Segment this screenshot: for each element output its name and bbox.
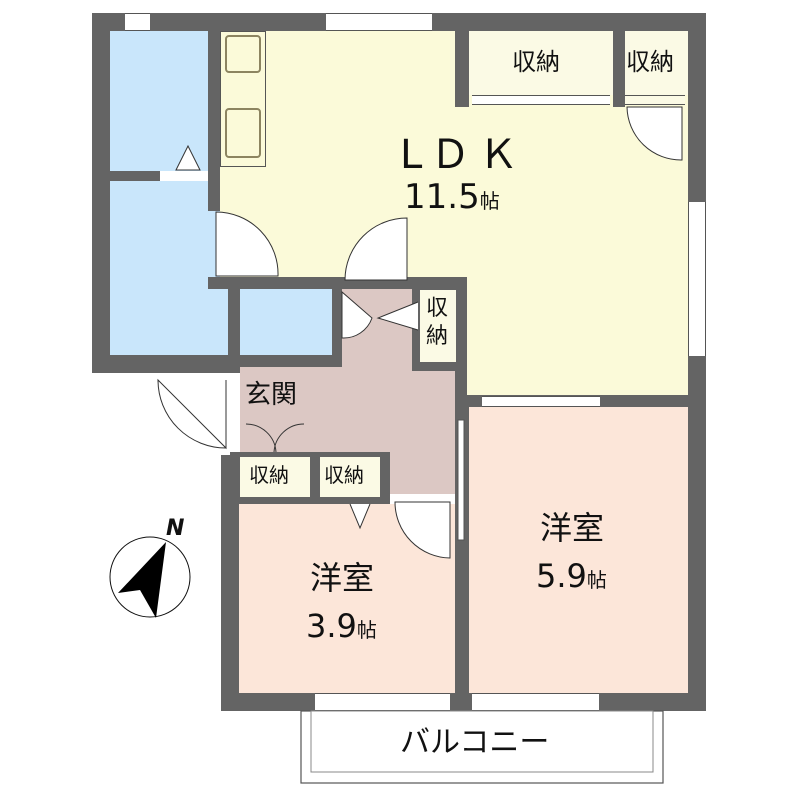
ldk-label: LＤＫ <box>400 132 527 178</box>
kitchen-counter <box>220 31 266 167</box>
compass-icon <box>110 537 190 617</box>
bathroom <box>110 31 208 171</box>
outer-wall-right <box>688 13 706 711</box>
entrance-label: 玄関 <box>245 380 298 410</box>
window-bath[interactable] <box>125 13 150 31</box>
western-large-size-unit: 帖 <box>586 568 607 592</box>
storage-entry-1-label: 収納 <box>249 463 289 487</box>
window-kitchen[interactable] <box>326 13 432 31</box>
western-large-size-num: 5.9 <box>536 557 587 595</box>
entrance-area <box>240 367 310 457</box>
stove-icon <box>225 35 261 73</box>
window-ldk-room[interactable] <box>482 396 600 407</box>
storage-entry-2-label: 収納 <box>324 463 364 487</box>
western-small-label: 洋室 <box>310 559 375 597</box>
storage-top-1-label: 収納 <box>512 48 560 76</box>
toilet-wall-bottom <box>228 355 342 367</box>
bath-ldk-wall <box>208 31 220 211</box>
toilet-wall-left <box>228 281 240 373</box>
outer-wall-left-lower <box>221 455 239 711</box>
toilet-wall-right <box>332 281 342 373</box>
wet-bottom-wall <box>92 355 240 373</box>
storage-top-1-door[interactable] <box>472 95 610 105</box>
ldk-room-lower <box>466 281 688 395</box>
western-small-size-num: 3.9 <box>306 607 357 645</box>
western-small-size-unit: 帖 <box>356 618 377 642</box>
ldk-size: 11.5帖 <box>404 180 500 214</box>
western-room-large <box>469 407 688 693</box>
balcony-label: バルコニー <box>400 725 550 760</box>
storage-top-2-label: 収納 <box>626 48 674 76</box>
storage-divider <box>613 31 625 107</box>
western-small-size: 3.9帖 <box>306 610 377 642</box>
storage-top-wall <box>455 31 469 107</box>
outer-wall-left-upper <box>92 13 110 373</box>
storage-entry-1 <box>240 457 310 497</box>
storage-top-2 <box>625 31 688 95</box>
storage-hall-label-bottom: 納 <box>426 324 449 349</box>
window-ldk-east[interactable] <box>688 202 706 356</box>
compass-north-label: N <box>166 516 185 541</box>
western-large-size: 5.9帖 <box>536 560 607 592</box>
bath-wash-wall <box>110 171 160 181</box>
ldk-size-num: 11.5 <box>404 177 480 217</box>
storage-hall-label-top: 収 <box>426 296 449 321</box>
storage-top-2-door[interactable] <box>625 95 685 105</box>
storage-entry-2 <box>320 457 380 497</box>
toilet-room <box>240 289 332 355</box>
ldk-size-unit: 帖 <box>479 189 500 213</box>
western-large-label: 洋室 <box>540 509 605 547</box>
storage-top-1 <box>469 31 613 95</box>
storage-hall <box>420 290 456 362</box>
sink-icon <box>225 108 261 158</box>
